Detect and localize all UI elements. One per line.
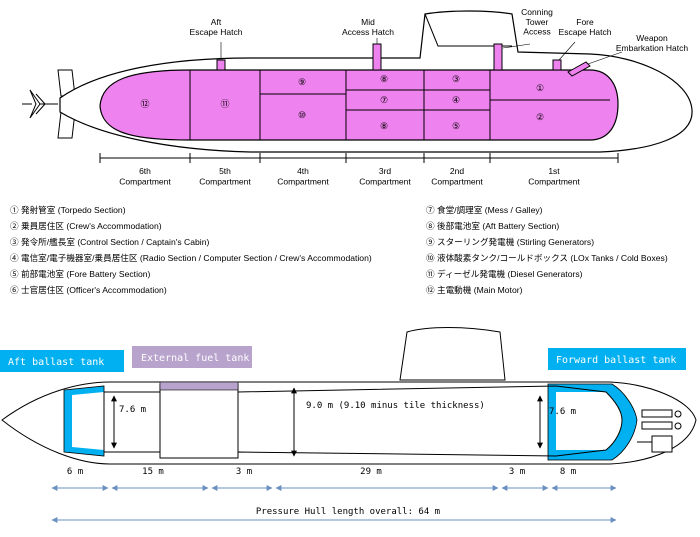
hatch-shapes <box>216 43 591 77</box>
length-mid: 29 m <box>360 467 382 477</box>
marker-3: ③ <box>452 74 460 84</box>
marker-12: ⑫ <box>140 99 149 109</box>
marker-5: ⑤ <box>452 121 460 131</box>
section-lengths: 6 m 15 m 3 m 29 m 3 m 8 m <box>67 467 576 477</box>
hatch-leaders <box>220 38 623 65</box>
marker-8b: ⑧ <box>380 121 388 131</box>
overall-length: Pressure Hull length overall: 64 m <box>256 507 440 517</box>
legend-item-4: ④ 電信室/電子機器室/乗員居住区 (Radio Section / Compu… <box>10 252 372 263</box>
legend-item-10: ⑩ 液体酸素タンク/コールドボックス (LOx Tanks / Cold Box… <box>426 252 668 263</box>
legend-item-12: ⑫ 主電動機 (Main Motor) <box>426 284 523 295</box>
legend-item-7: ⑦ 食堂/調理室 (Mess / Galley) <box>426 204 543 215</box>
diameter-fwd: 7.6 m <box>549 407 576 417</box>
legend-item-6: ⑥ 士官居住区 (Officer's Accommodation) <box>10 284 167 295</box>
marker-2: ② <box>536 112 544 122</box>
fuel-tank-top <box>159 381 239 391</box>
aft-tank-inner <box>72 392 104 450</box>
aft-tank-label: Aft ballast tank <box>8 357 104 368</box>
legend-item-8: ⑧ 後部電池室 (Aft Battery Section) <box>426 220 559 231</box>
length-fwd-tank: 8 m <box>560 467 576 477</box>
legend: ① 発射管室 (Torpedo Section) ② 乗員居住区 (Crew's… <box>10 204 668 295</box>
propeller-icon <box>22 89 58 119</box>
length-3m-b: 3 m <box>509 467 525 477</box>
legend-item-1: ① 発射管室 (Torpedo Section) <box>10 204 126 215</box>
marker-10: ⑩ <box>298 110 306 120</box>
marker-11: ⑪ <box>220 99 229 109</box>
diameter-arrows <box>111 387 543 457</box>
length-3m-a: 3 m <box>236 467 252 477</box>
bottom-diagram: Aft ballast tank External fuel tank Forw… <box>0 327 697 523</box>
legend-item-5: ⑤ 前部電池室 (Fore Battery Section) <box>10 268 151 279</box>
marker-7: ⑦ <box>380 95 388 105</box>
legend-item-9: ⑨ スターリング発電機 (Stirling Generators) <box>426 236 594 247</box>
aft-tank-label-box <box>0 350 124 372</box>
diameter-mid: 9.0 m (9.10 minus tile thickness) <box>306 401 485 411</box>
bottom-pressure-hull <box>103 383 623 459</box>
marker-9: ⑨ <box>298 77 306 87</box>
torpedo-tubes <box>637 409 682 453</box>
legend-item-11: ⑪ ディーゼル発電機 (Diesel Generators) <box>426 268 583 279</box>
fuel-tank-label: External fuel tank <box>141 353 249 364</box>
bottom-outer-hull <box>1 381 697 465</box>
sail <box>399 327 506 381</box>
compartment-markers: ⑫ ⑪ ⑨ ⑩ ⑧ ⑦ ⑧ ③ ④ ⑤ ① ② <box>140 74 544 131</box>
forward-tank-label: Forward ballast tank <box>556 355 676 366</box>
marker-8a: ⑧ <box>380 74 388 84</box>
diameter-aft: 7.6 m <box>119 405 146 415</box>
bulkheads <box>189 70 610 140</box>
forward-tank-label-box <box>548 348 686 370</box>
compartment-scale <box>99 153 619 163</box>
dimension-arrows <box>51 485 617 523</box>
legend-item-2: ② 乗員居住区 (Crew's Accommodation) <box>10 220 162 231</box>
legend-item-3: ③ 発令所/艦長室 (Control Section / Captain's C… <box>10 236 209 247</box>
length-fuel: 15 m <box>142 467 164 477</box>
conning-tower <box>424 13 512 47</box>
fwd-tank-inner <box>556 392 622 450</box>
fuel-tank-label-box <box>132 346 252 368</box>
marker-1: ① <box>536 83 544 93</box>
pressure-hull <box>99 69 619 141</box>
marker-4: ④ <box>452 95 460 105</box>
length-aft-tank: 6 m <box>67 467 83 477</box>
